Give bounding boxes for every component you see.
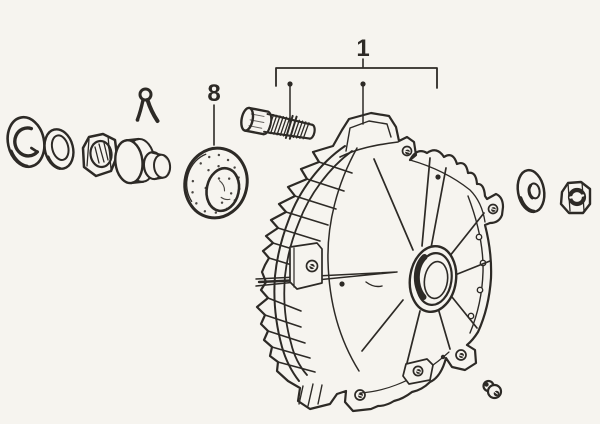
callout-8[interactable]: 8: [207, 80, 221, 146]
nut-thread-hatching: [94, 142, 112, 164]
step-bushing: [114, 137, 172, 185]
mounting-bolt: [240, 106, 316, 140]
friction-disc: [183, 146, 249, 220]
top-boss: [339, 120, 399, 158]
callout-1[interactable]: 1: [275, 35, 438, 125]
callout-1-dot-housing: [360, 81, 366, 87]
tab-washer: [6, 115, 46, 169]
side-pad-boss: [289, 242, 323, 290]
spokes: [361, 157, 491, 372]
inner-rim-arc: [467, 195, 484, 334]
disc-knurl-texture: [191, 153, 241, 214]
washer-right: [516, 168, 546, 214]
bottom-inset-lug: [402, 358, 434, 385]
ball-plug: [482, 379, 503, 400]
side-strap-rib: [273, 145, 353, 407]
callout-1-bracket: [275, 67, 438, 89]
face-rivet-dots: [339, 174, 446, 360]
cotter-pin: [135, 87, 160, 123]
face-boundary-line: [327, 147, 360, 372]
hex-nut-left: [81, 132, 119, 178]
callout-1-label[interactable]: 1: [356, 35, 369, 62]
hub-bore: [408, 244, 458, 314]
flat-washer: [43, 128, 75, 170]
callout-8-label[interactable]: 8: [207, 80, 220, 107]
callout-1-dot-bolt: [287, 81, 293, 87]
flywheel-housing: [255, 111, 505, 413]
mount-lug-holes: [354, 145, 499, 401]
bolt-threads: [266, 114, 310, 140]
bottom-rim-inner-line: [359, 351, 450, 394]
hex-nut-right: [559, 180, 592, 215]
